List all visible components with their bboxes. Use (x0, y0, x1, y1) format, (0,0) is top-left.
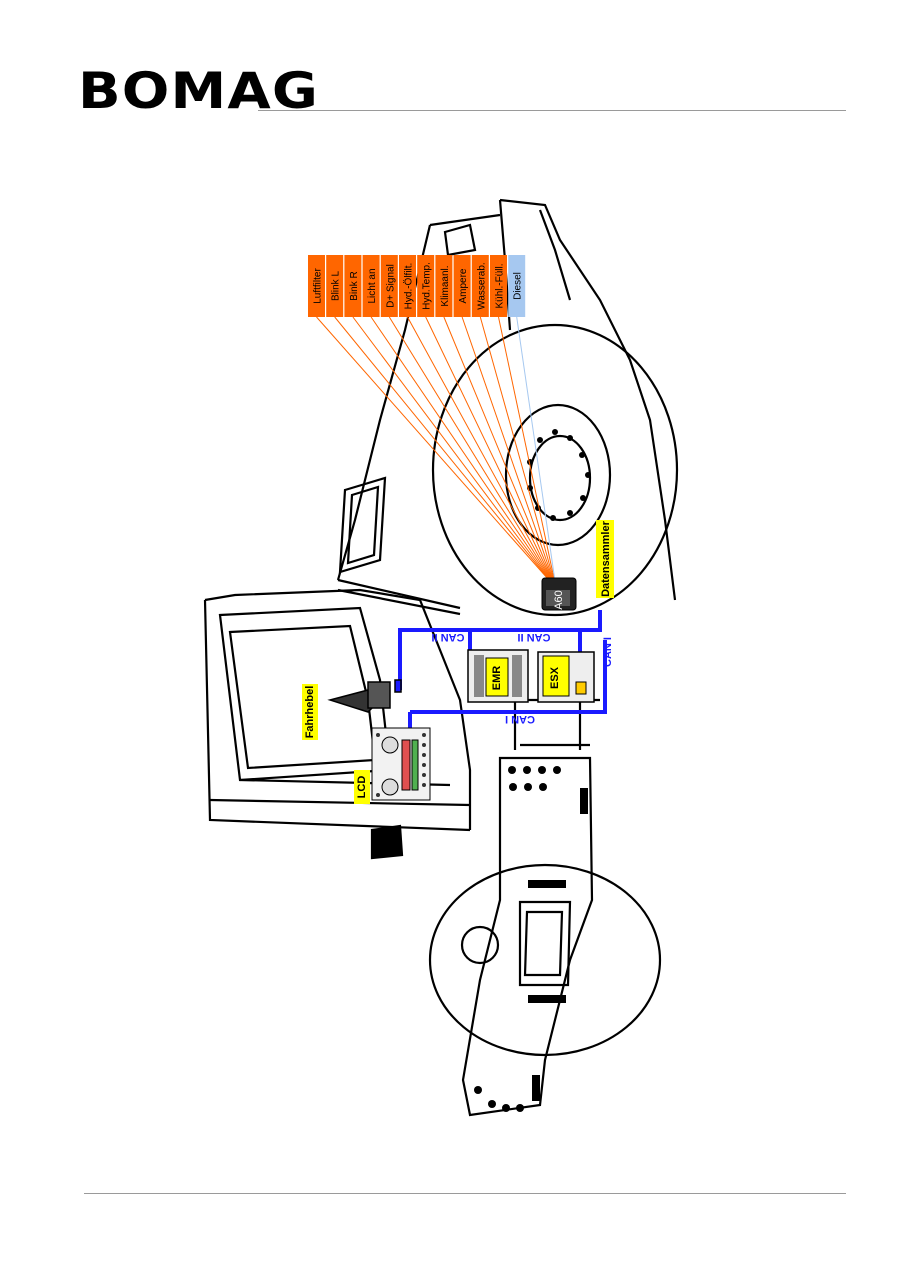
sensor-tag (362, 255, 380, 317)
sensor-tag-label: Hyd.Temp. (422, 262, 433, 310)
can-i-vertical-label: CAN I (602, 637, 614, 667)
sensor-tag-group: Luftfilter Blink L Bink R Licht an D+ Signal… (308, 255, 526, 317)
fan-line (425, 316, 557, 589)
sensor-tag (308, 255, 325, 317)
can-i-bottom-label: CAN I (505, 713, 535, 725)
rear-wheel (431, 323, 679, 617)
emr-label: EMR (491, 666, 503, 691)
esx-module (537, 651, 595, 703)
sensor-tag-label: Klimaanl. (440, 265, 451, 306)
fan-line (316, 316, 557, 589)
lcd-tag (354, 770, 370, 804)
fan-line (388, 316, 557, 589)
fan-line (352, 316, 557, 589)
esx-label: ESX (549, 666, 561, 689)
lcd-display (371, 727, 431, 801)
datensammler-tag (596, 520, 614, 598)
can-ii-left-label: CAN II (432, 631, 465, 643)
front-drum (428, 863, 662, 1057)
lcd-label: LCD (356, 776, 368, 799)
fan-line (443, 316, 557, 589)
fan-line (516, 316, 557, 589)
sensor-tag-label: Ampere (458, 268, 469, 303)
fan-line (479, 316, 557, 589)
sensor-tag-label: Luftfilter (313, 268, 324, 304)
datensammler-label: Datensammler (600, 520, 612, 597)
a60-module: A60 (541, 577, 577, 611)
rear-wheel-hub (504, 403, 612, 547)
sensor-tag (471, 255, 489, 317)
sensor-tag (417, 255, 435, 317)
sensor-tag-label: Bink R (349, 271, 360, 300)
sensor-tag (380, 255, 398, 317)
sensor-tag (490, 255, 507, 317)
drive-lever (327, 679, 402, 713)
sensor-tag-label: Kühl.-Füll. (495, 263, 506, 308)
header-rule (258, 110, 846, 111)
sensor-tag (453, 255, 471, 317)
sensor-fan-lines (316, 316, 557, 589)
footer-rule (84, 1193, 846, 1194)
fan-line (461, 316, 557, 589)
fahrhebel-tag (302, 684, 318, 740)
sensor-tag (344, 255, 362, 317)
sensor-tag-label: Hyd.-Ölfilt. (403, 263, 415, 310)
can-bus-lines (398, 610, 607, 730)
fan-line (407, 316, 557, 589)
sensor-tag (399, 255, 416, 317)
emr-module (467, 649, 529, 703)
sensor-tag-label: D+ Signal (385, 264, 396, 308)
sensor-tag-label: Blink L (331, 271, 342, 301)
can-ii-right-label: CAN II (518, 631, 551, 643)
fan-line (370, 316, 557, 589)
sensor-tag (435, 255, 453, 317)
fan-line (498, 316, 557, 589)
sensor-tag-label: Wasserab. (476, 262, 487, 309)
fahrhebel-label: Fahrhebel (304, 686, 316, 739)
sensor-tag (326, 255, 344, 317)
sensor-tag (508, 255, 526, 317)
a60-label: A60 (553, 590, 565, 610)
fan-line (334, 316, 557, 589)
sensor-tag-label: Licht an (367, 268, 378, 303)
sensor-tag-label: Diesel (513, 272, 524, 300)
